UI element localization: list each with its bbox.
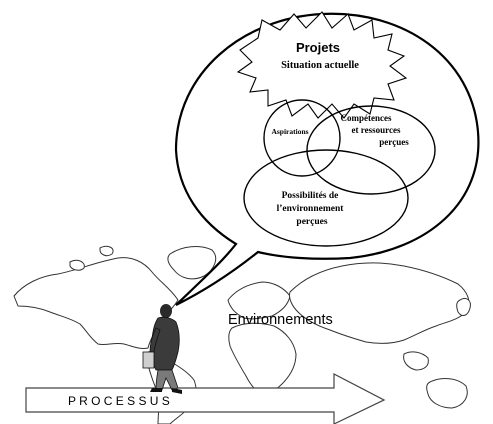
process-label: P R O C E S S U S	[68, 394, 170, 408]
starburst	[236, 11, 408, 119]
speech-bubble	[174, 12, 480, 306]
label-possibilites-2: l’environnement	[277, 204, 345, 214]
person-legs	[155, 369, 179, 391]
process-arrow	[25, 373, 386, 424]
circle-aspirations	[263, 99, 341, 177]
briefcase-icon	[142, 351, 155, 369]
label-possibilites-3: perçues	[296, 217, 327, 227]
map-australia	[426, 378, 468, 409]
circle-possibilites	[243, 149, 409, 247]
map-islands-north	[69, 245, 114, 271]
map-asia	[289, 262, 470, 344]
person-head	[160, 304, 172, 318]
circle-competences	[306, 105, 436, 195]
label-possibilites-1: Possibilités de	[282, 191, 339, 201]
bubble-title: Projets	[296, 40, 340, 55]
map-greenland	[167, 246, 217, 280]
environnements-label: Environnements	[228, 312, 333, 328]
map-africa	[228, 322, 297, 397]
map-se-asia	[403, 351, 429, 371]
bubble-subtitle: Situation actuelle	[281, 60, 359, 71]
person-figure	[142, 304, 182, 394]
map-japan	[456, 297, 471, 316]
map-europe	[227, 281, 291, 320]
label-aspirations: Aspirations	[271, 127, 308, 136]
label-competences-1: Compétences	[341, 113, 392, 123]
person-shoes	[150, 388, 182, 394]
label-competences-3: perçues	[379, 137, 409, 147]
label-competences-2: et ressources	[352, 125, 401, 135]
